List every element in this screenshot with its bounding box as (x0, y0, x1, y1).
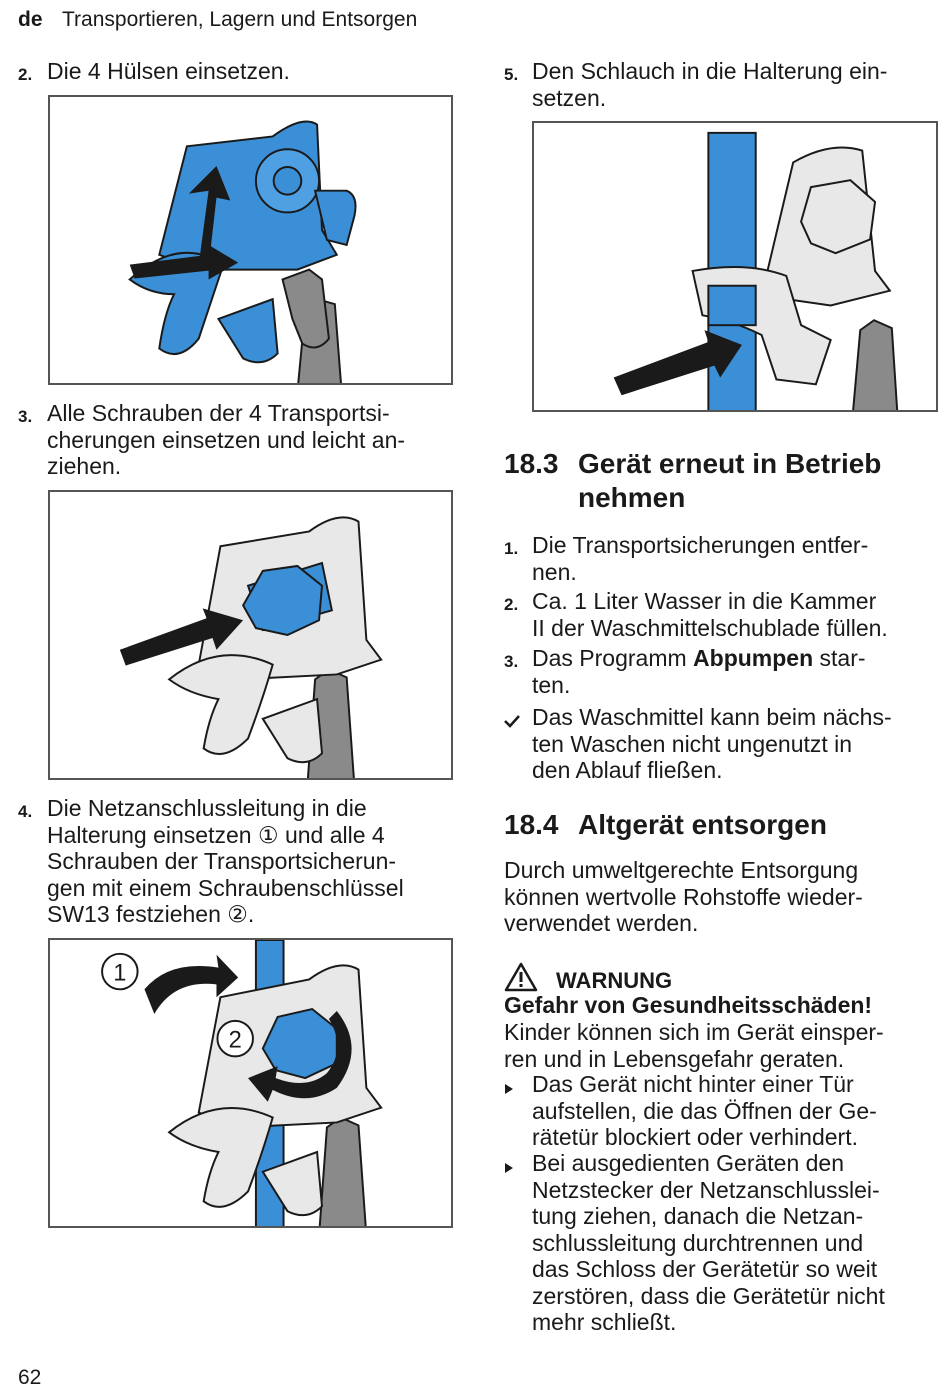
bullet-text-line: rätetür blockiert oder verhindert. (532, 1124, 858, 1150)
step-text-line: nen. (532, 558, 577, 585)
figure-insert-hose (532, 121, 938, 412)
callout-label-1: 1 (113, 960, 126, 986)
step-4: 4. Die Netzanschlussleitung in die Halte… (18, 795, 458, 928)
warning-body-line: Kinder können sich im Gerät einsper- (504, 1019, 884, 1045)
bullet-text-line: schlussleitung durchtrennen und (532, 1229, 864, 1256)
warning-body-line: ren und in Lebensgefahr geraten. (504, 1045, 845, 1072)
step-text-line: cherungen einsetzen und leicht an- (47, 426, 406, 453)
disposal-intro: Durch umweltgerechte Entsorgung können w… (504, 857, 940, 937)
section-number: 18.3 (504, 448, 559, 479)
result-text-line: Das Waschmittel kann beim nächs- (532, 704, 892, 730)
tighten-illustration: 1 2 (101, 940, 383, 1226)
warning-headline: Gefahr von Gesundheitsschäden! (504, 992, 873, 1018)
warning-bullet-1: Das Gerät nicht hinter einer Tür aufstel… (504, 1071, 940, 1151)
result-text-line: den Ablauf fließen. (532, 757, 723, 783)
result-text-line: ten Waschen nicht ungenutzt in (532, 730, 853, 757)
figure-insert-sleeves (48, 95, 453, 385)
bullet-text-line: Das Gerät nicht hinter einer Tür (532, 1071, 854, 1097)
program-name: Abpumpen (693, 645, 814, 671)
step-text-line: gen mit einem Schraubenschlüssel (47, 874, 404, 901)
running-header: de Transportieren, Lagern und Entsorgen (18, 8, 417, 32)
warning-label: WARNUNG (504, 962, 672, 998)
step-text-line: Ca. 1 Liter Wasser in die Kammer (532, 588, 877, 614)
intro-line: verwendet werden. (504, 910, 699, 936)
section-heading-18-3: 18.3 Gerät erneut in Betrieb nehmen (504, 447, 940, 515)
step-text-line: ten. (532, 671, 571, 698)
reinstall-step-3: 3. Das Programm Abpumpen star- ten. (504, 645, 940, 698)
reinstall-step-1: 1. Die Transportsicherungen entfer- nen. (504, 532, 940, 585)
step-text-post: star- (813, 645, 866, 671)
result-item: Das Waschmittel kann beim nächs- ten Was… (504, 704, 940, 784)
section-number: 18.4 (504, 809, 559, 840)
warning-triangle-icon (504, 962, 538, 998)
hose-illustration (613, 131, 899, 410)
chapter-title: Transportieren, Lagern und Entsorgen (61, 8, 418, 31)
step-3: 3. Alle Schrauben der 4 Transportsi- che… (18, 400, 458, 480)
step-2: 2. Die 4 Hülsen einsetzen. (18, 58, 458, 85)
warning-text: WARNUNG (556, 968, 673, 993)
bullet-text-line: Bei ausgedienten Geräten den (532, 1150, 845, 1176)
screw-illustration (119, 516, 383, 778)
figure-tighten-screws: 1 2 (48, 938, 453, 1228)
warning-body: Kinder können sich im Gerät einsper- ren… (504, 1019, 940, 1072)
figure-insert-screws (48, 490, 453, 780)
step-text-line: Halterung einsetzen ① und alle 4 (47, 821, 385, 848)
step-text-line: SW13 festziehen ②. (47, 901, 255, 927)
step-number: 5. (504, 65, 519, 84)
callout-label-2: 2 (229, 1027, 242, 1053)
check-icon (504, 709, 520, 736)
bullet-arrow-icon (504, 1077, 514, 1104)
section-title-line: nehmen (578, 482, 686, 513)
step-text-line: Das Programm Abpumpen star- (532, 645, 940, 672)
step-text-line: Alle Schrauben der 4 Transportsi- (47, 400, 390, 426)
section-title-line: Gerät erneut in Betrieb (578, 448, 882, 479)
intro-line: können wertvolle Rohstoffe wieder- (504, 883, 863, 910)
section-heading-18-4: 18.4 Altgerät entsorgen (504, 808, 940, 842)
intro-line: Durch umweltgerechte Entsorgung (504, 857, 859, 883)
step-number: 1. (504, 539, 519, 558)
step-text-line: Die Netzanschlussleitung in die (47, 795, 367, 821)
step-number: 2. (504, 595, 519, 614)
step-text: Die 4 Hülsen einsetzen. (47, 58, 290, 84)
page-number: 62 (18, 1366, 42, 1389)
bullet-text-line: aufstellen, die das Öffnen der Ge- (532, 1097, 877, 1124)
step-text-line: ziehen. (47, 453, 122, 479)
step-text-line: II der Waschmittelschublade füllen. (532, 614, 888, 641)
bullet-text-line: Netzstecker der Netzanschlusslei- (532, 1176, 880, 1203)
step-text-line: Den Schlauch in die Halterung ein- (532, 58, 888, 84)
bullet-text-line: zerstören, dass die Gerätetür nicht (532, 1282, 885, 1309)
step-text-line: Schrauben der Transportsicherun- (47, 848, 397, 874)
bullet-text-line: tung ziehen, danach die Netzan- (532, 1203, 864, 1229)
step-5: 5. Den Schlauch in die Halterung ein- se… (504, 58, 940, 111)
step-text-line: setzen. (532, 84, 607, 111)
step-number: 2. (18, 65, 33, 84)
bullet-arrow-icon (504, 1156, 514, 1183)
section-title: Altgerät entsorgen (578, 809, 827, 840)
step-number: 3. (504, 652, 519, 671)
language-code: de (18, 8, 43, 31)
reinstall-step-2: 2. Ca. 1 Liter Wasser in die Kammer II d… (504, 588, 940, 641)
step-number: 4. (18, 802, 33, 821)
bullet-text-line: das Schloss der Gerätetür so weit (532, 1256, 878, 1282)
step-text-line: Die Transportsicherungen entfer- (532, 532, 869, 558)
bullet-text-line: mehr schließt. (532, 1309, 677, 1335)
step-number: 3. (18, 407, 33, 426)
warning-bullet-2: Bei ausgedienten Geräten den Netzstecker… (504, 1150, 940, 1336)
sleeve-illustration (128, 120, 357, 383)
step-text-pre: Das Programm (532, 645, 694, 671)
